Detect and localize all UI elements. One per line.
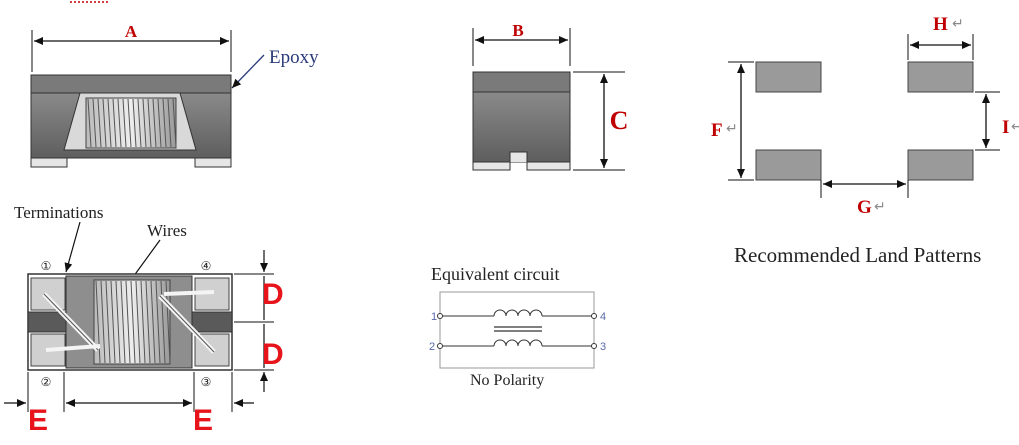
bottom-coil-stripes (95, 280, 171, 364)
epoxy-label: Epoxy (269, 47, 319, 68)
equivalent-circuit: Equivalent circuit 1 2 4 3 No Polarity (429, 264, 606, 389)
top-inductor (493, 309, 543, 317)
dim-d-label-top: D (262, 278, 284, 311)
equivalent-circuit-title: Equivalent circuit (431, 264, 559, 284)
coil-winding-stripe (117, 98, 122, 148)
dim-h-label: H (933, 14, 948, 35)
coil-winding-stripe (92, 98, 97, 148)
bottom-coil-stripe (100, 280, 106, 364)
top-view: A Epoxy (30, 22, 319, 168)
bottom-coil-stripe (105, 280, 111, 364)
no-polarity-note: No Polarity (470, 372, 544, 389)
dim-e-label-right: E (193, 404, 213, 437)
terminations-label: Terminations (14, 203, 103, 222)
coil-winding-stripe (107, 98, 112, 148)
coil-winding-stripe (157, 98, 162, 148)
return-mark-i: ↵ (1011, 119, 1019, 135)
land-pad-3 (907, 149, 974, 181)
coil-winding-stripe (97, 98, 102, 148)
coil-winding-stripe (162, 98, 167, 148)
pin-4-label: ④ (201, 259, 212, 273)
side-view: B C (472, 21, 629, 171)
coil-winding-stripe (152, 98, 157, 148)
bottom-coil-stripe (135, 280, 141, 364)
dim-c-label: C (610, 106, 629, 135)
coil-windings (85, 97, 177, 149)
coil-winding-stripe (102, 98, 107, 148)
circuit-pin-3: 3 (600, 341, 606, 353)
bottom-coil-stripe (120, 280, 126, 364)
coil-winding-stripe (87, 98, 92, 148)
coil-winding-stripe (127, 98, 132, 148)
circuit-pin-4: 4 (600, 311, 606, 323)
dim-f-label: F (711, 120, 723, 141)
return-mark-h: ↵ (952, 16, 964, 32)
coil-winding-stripe (172, 98, 177, 148)
dim-b-label: B (512, 21, 523, 40)
pin-2-label: ② (41, 375, 52, 389)
dim-d-label-bottom: D (262, 338, 284, 371)
bottom-coil-stripe (115, 280, 121, 364)
bottom-coil-stripe (125, 280, 131, 364)
dim-a-label: A (125, 22, 138, 41)
bottom-coil-stripe (110, 280, 116, 364)
bottom-coil-stripe (155, 280, 161, 364)
left-pad (30, 157, 68, 168)
epoxy-cap (30, 74, 232, 94)
coil-winding-stripe (142, 98, 147, 148)
bottom-coil-stripe (150, 280, 156, 364)
coil-winding-stripe (122, 98, 127, 148)
dim-g-label: G (857, 197, 872, 218)
pin-3-label: ③ (201, 375, 212, 389)
bottom-view: Terminations Wires ① ④ ② ③ (4, 203, 284, 437)
coil-winding-stripe (167, 98, 172, 148)
land-pad-4 (907, 61, 974, 93)
dim-e-label-left: E (28, 404, 48, 437)
land-pad-1 (755, 61, 822, 93)
circuit-pin-2: 2 (429, 341, 435, 353)
dim-i-label: I (1002, 117, 1009, 138)
coil-winding-stripe (147, 98, 152, 148)
coil-winding-stripe (137, 98, 142, 148)
bottom-coil-stripe (140, 280, 146, 364)
land-pattern-caption: Recommended Land Patterns (734, 243, 981, 267)
bottom-coil-stripe (95, 280, 101, 364)
bottom-coil-stripe (145, 280, 151, 364)
circuit-pin-1: 1 (431, 311, 437, 323)
right-pad (194, 157, 232, 168)
wires-label: Wires (147, 221, 187, 240)
land-pad-2 (755, 149, 822, 181)
coil-winding-stripe (112, 98, 117, 148)
term-1 (30, 277, 66, 311)
bottom-inductor (493, 339, 543, 347)
return-mark-g: ↵ (874, 199, 886, 215)
coil-winding-stripe (132, 98, 137, 148)
bottom-coil-stripe (130, 280, 136, 364)
land-pattern: H ↵ I ↵ F ↵ G ↵ Recommended Land Pattern… (711, 14, 1019, 267)
return-mark-f: ↵ (726, 121, 738, 137)
pin-1-label: ① (41, 259, 52, 273)
